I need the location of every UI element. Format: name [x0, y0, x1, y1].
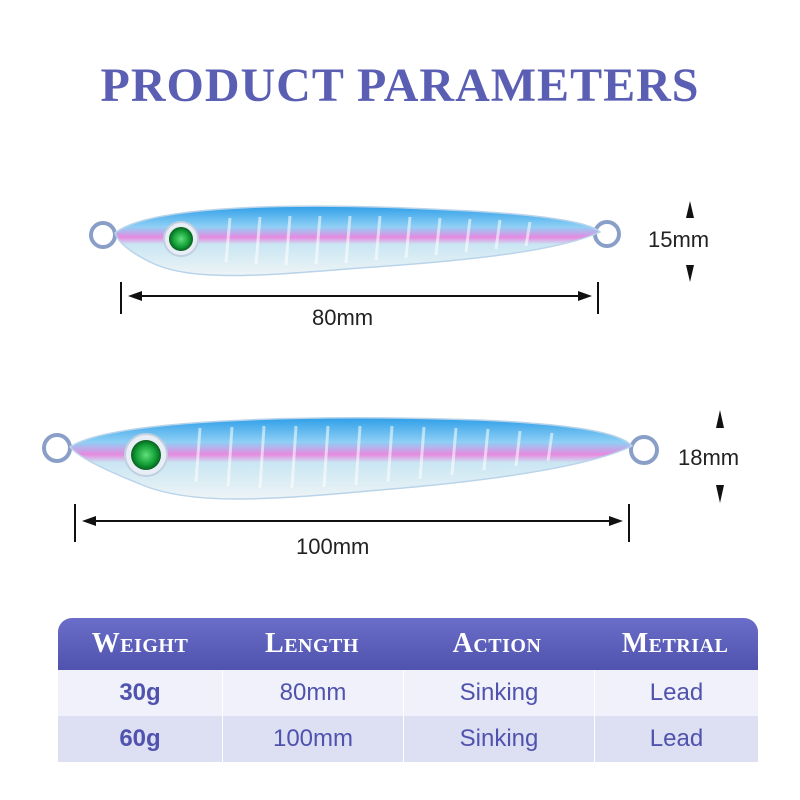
page-title: PRODUCT PARAMETERS — [100, 59, 700, 112]
length-dimension-small — [120, 282, 599, 314]
table-row: 30g 80mm Sinking Lead — [58, 670, 758, 716]
cell-material: Lead — [649, 679, 704, 706]
lure-eye-icon — [169, 227, 193, 251]
cell-action: Sinking — [404, 670, 595, 716]
cell-weight: 30g — [58, 670, 223, 716]
length-label-small: 80mm — [312, 305, 374, 330]
header-length: Length — [265, 628, 359, 659]
cell-length: 80mm — [223, 670, 404, 716]
cell-action: Sinking — [404, 716, 595, 762]
split-ring-icon — [42, 433, 72, 463]
height-label-large: 18mm — [678, 445, 740, 470]
split-ring-icon — [629, 435, 659, 465]
header-material: Metrial — [621, 628, 729, 659]
lure-illustration — [42, 201, 724, 542]
cell-length: 100mm — [223, 716, 404, 762]
split-ring-icon — [89, 221, 117, 249]
lure-body — [68, 417, 634, 500]
lure-large — [42, 417, 659, 500]
header-action: Action — [452, 628, 542, 659]
table-header: Weight Length Action Metrial — [58, 618, 758, 670]
header-weight: Weight — [91, 628, 189, 659]
height-dimension-small — [686, 201, 694, 282]
split-ring-icon — [593, 220, 621, 248]
height-label-small: 15mm — [648, 227, 710, 252]
length-dimension-large — [74, 504, 630, 542]
length-label-large: 100mm — [296, 534, 370, 559]
table-row: 60g 100mm Sinking Lead — [58, 716, 758, 762]
cell-material: Lead — [649, 725, 704, 752]
cell-weight: 60g — [58, 716, 223, 762]
height-dimension-large — [716, 410, 724, 503]
parameters-table: Weight Length Action Metrial 30g 80mm Si… — [58, 618, 758, 762]
lure-body — [114, 205, 602, 277]
lure-small — [89, 205, 621, 277]
lure-eye-icon — [131, 440, 161, 470]
